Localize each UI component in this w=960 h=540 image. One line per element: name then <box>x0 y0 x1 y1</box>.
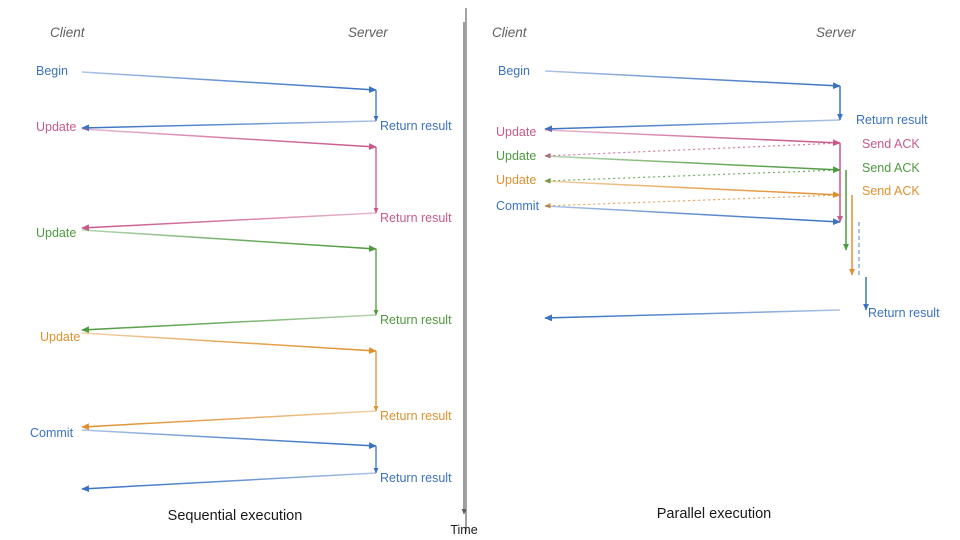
parallel-begin-arrow <box>544 70 841 90</box>
time-axis-label: Time <box>450 523 477 537</box>
parallel-update-1-ack-arrow <box>544 142 841 159</box>
parallel-commit-arrow <box>544 205 841 226</box>
sequential-commit-arrow <box>81 429 377 450</box>
parallel-update-2-arrow <box>544 155 841 174</box>
parallel-update-1-arrow <box>544 129 841 147</box>
parallel-update-3-label: Update <box>496 173 536 187</box>
sequential-update-1-arrow <box>81 128 377 150</box>
sequential-update-3-ret-arrow <box>81 410 377 431</box>
sequential-server-header: Server <box>348 25 388 40</box>
parallel-update-1-label: Update <box>496 125 536 139</box>
sequential-update-3-ret-label: Return result <box>380 409 452 423</box>
sequential-commit-ret-arrow <box>81 472 377 493</box>
parallel-update-2-ack-label: Send ACK <box>862 161 920 175</box>
sequential-update-3-label: Update <box>40 330 80 344</box>
sequential-update-1-ret-arrow <box>81 212 377 232</box>
parallel-update-1-ack-label: Send ACK <box>862 137 920 151</box>
sequential-update-3-arrow <box>81 332 377 354</box>
sequential-update-2-label: Update <box>36 226 76 240</box>
message-lines-layer <box>81 8 869 532</box>
sequential-begin-return-arrow <box>81 120 377 132</box>
sequential-commit-label: Commit <box>30 426 74 440</box>
parallel-update-2-ack-arrow <box>544 169 841 184</box>
parallel-update-3-arrow <box>544 180 841 199</box>
sequential-update-2-arrow <box>81 229 377 252</box>
parallel-caption: Parallel execution <box>657 506 771 522</box>
parallel-server-header: Server <box>816 25 856 40</box>
parallel-begin-return-label: Return result <box>856 113 928 127</box>
sequential-update-2-ret-label: Return result <box>380 313 452 327</box>
parallel-update-2-label: Update <box>496 149 536 163</box>
sequential-update-1-ret-label: Return result <box>380 211 452 225</box>
parallel-commit-return-arrow <box>544 309 841 322</box>
parallel-client-header: Client <box>492 25 528 40</box>
sequential-commit-ret-label: Return result <box>380 471 452 485</box>
sequential-update-1-label: Update <box>36 120 76 134</box>
parallel-begin-return-arrow <box>544 119 841 133</box>
sequential-client-header: Client <box>50 25 86 40</box>
sequential-caption: Sequential execution <box>168 508 303 524</box>
parallel-commit-label: Commit <box>496 199 540 213</box>
sequential-update-2-ret-arrow <box>81 314 377 334</box>
parallel-update-3-ack-arrow <box>544 194 841 209</box>
parallel-update-3-ack-label: Send ACK <box>862 184 920 198</box>
sequential-begin-return-label: Return result <box>380 119 452 133</box>
parallel-commit-return-label: Return result <box>868 306 940 320</box>
parallel-begin-label: Begin <box>498 64 530 78</box>
sequential-begin-label: Begin <box>36 64 68 78</box>
sequential-begin-arrow <box>81 71 377 93</box>
